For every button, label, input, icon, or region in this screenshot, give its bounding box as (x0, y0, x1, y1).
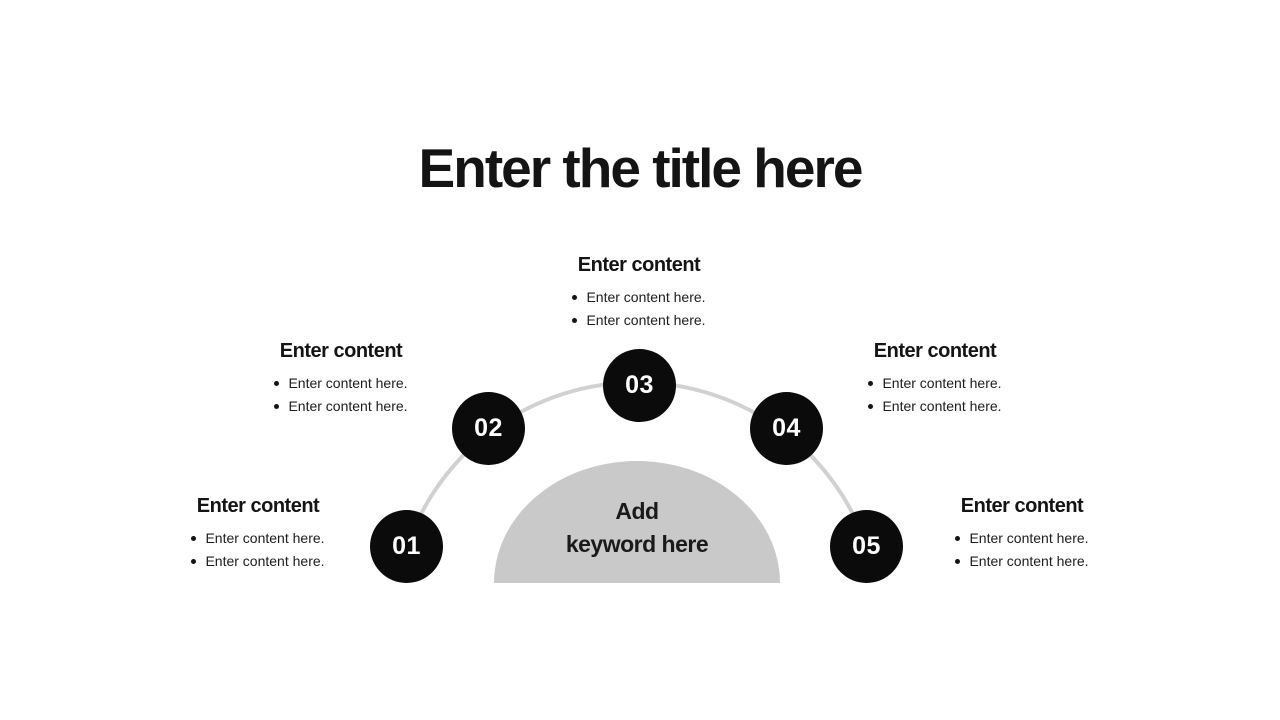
content-heading-05: Enter content (960, 495, 1084, 517)
bullet-item: Enter content here. (191, 550, 325, 573)
bullet-item: Enter content here. (572, 286, 706, 309)
bullet-item: Enter content here. (955, 550, 1089, 573)
step-number-01: 01 (392, 532, 421, 560)
bullet-text: Enter content here. (882, 398, 1002, 414)
content-heading-03: Enter content (577, 254, 701, 276)
bullet-list-02: Enter content here. Enter content here. (221, 372, 461, 418)
bullet-list-03: Enter content here. Enter content here. (519, 286, 759, 332)
keyword-line-1: Add (615, 498, 659, 524)
step-circle-05: 05 (830, 510, 903, 583)
step-circle-01: 01 (370, 510, 443, 583)
step-number-05: 05 (852, 532, 881, 560)
bullet-icon (572, 318, 578, 323)
bullet-icon (868, 404, 874, 409)
bullet-text: Enter content here. (586, 312, 706, 328)
content-block-01: Enter content Enter content here. Enter … (138, 494, 378, 573)
bullet-icon (572, 295, 578, 300)
bullet-icon (191, 536, 197, 541)
step-circle-02: 02 (452, 392, 525, 465)
bullet-item: Enter content here. (274, 372, 408, 395)
keyword-line-2: keyword here (565, 531, 709, 557)
bullet-text: Enter content here. (882, 375, 1002, 391)
content-heading-02: Enter content (279, 340, 403, 362)
bullet-icon (868, 381, 874, 386)
content-block-02: Enter content Enter content here. Enter … (221, 339, 461, 418)
bullet-text: Enter content here. (586, 289, 706, 305)
bullet-text: Enter content here. (969, 553, 1089, 569)
bullet-item: Enter content here. (868, 372, 1002, 395)
bullet-icon (955, 559, 961, 564)
step-number-03: 03 (625, 371, 654, 399)
bullet-item: Enter content here. (191, 527, 325, 550)
content-block-05: Enter content Enter content here. Enter … (902, 494, 1142, 573)
step-number-02: 02 (474, 414, 503, 442)
content-heading-04: Enter content (873, 340, 997, 362)
bullet-list-04: Enter content here. Enter content here. (815, 372, 1055, 418)
step-number-04: 04 (772, 414, 801, 442)
content-block-03: Enter content Enter content here. Enter … (519, 253, 759, 332)
content-block-04: Enter content Enter content here. Enter … (815, 339, 1055, 418)
bullet-icon (191, 559, 197, 564)
bullet-item: Enter content here. (955, 527, 1089, 550)
bullet-item: Enter content here. (274, 395, 408, 418)
bullet-list-05: Enter content here. Enter content here. (902, 527, 1142, 573)
keyword-text: Add keyword here (494, 495, 780, 561)
bullet-icon (955, 536, 961, 541)
bullet-text: Enter content here. (288, 375, 408, 391)
bullet-item: Enter content here. (868, 395, 1002, 418)
content-heading-01: Enter content (196, 495, 320, 517)
bullet-text: Enter content here. (969, 530, 1089, 546)
step-circle-04: 04 (750, 392, 823, 465)
slide-title: Enter the title here (418, 137, 864, 199)
bullet-icon (274, 404, 280, 409)
bullet-text: Enter content here. (288, 398, 408, 414)
step-circle-03: 03 (603, 349, 676, 422)
bullet-text: Enter content here. (205, 530, 325, 546)
bullet-item: Enter content here. (572, 309, 706, 332)
bullet-list-01: Enter content here. Enter content here. (138, 527, 378, 573)
bullet-icon (274, 381, 280, 386)
bullet-text: Enter content here. (205, 553, 325, 569)
